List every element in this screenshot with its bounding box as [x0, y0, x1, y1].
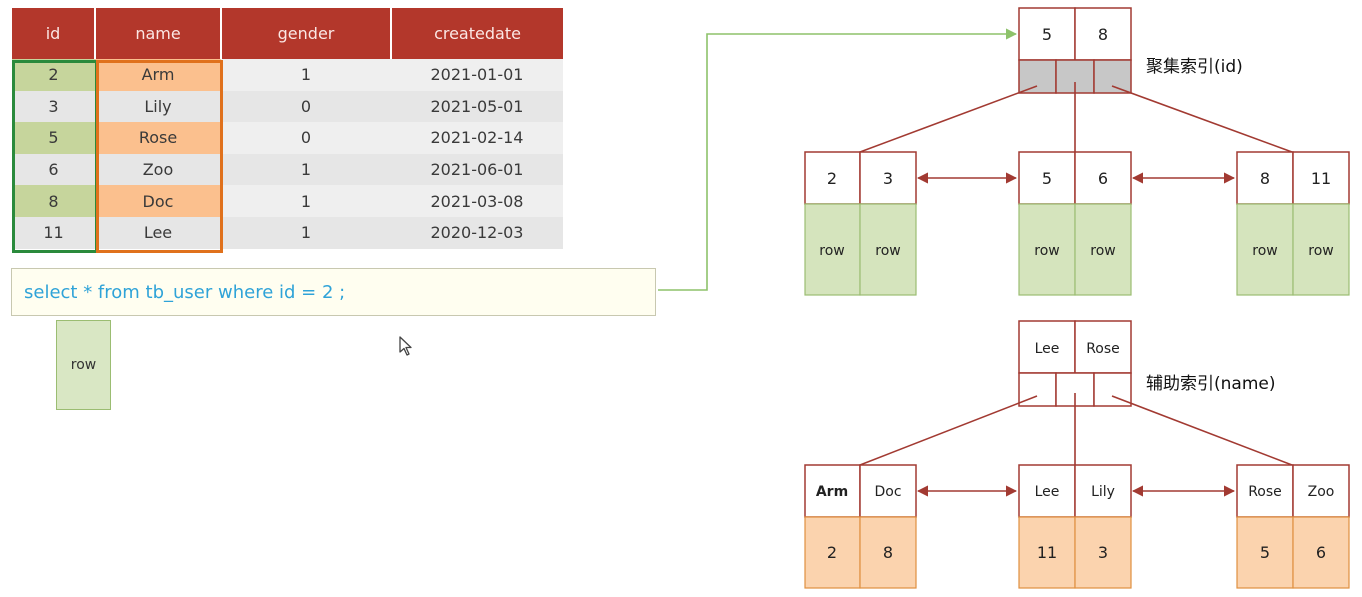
cell-createdate: 2021-01-01 [391, 59, 563, 91]
clustered-leaf-3-key-2: 11 [1311, 169, 1331, 188]
secondary-leaf-2-value-2: 3 [1098, 543, 1108, 562]
clustered-leaf-1 [804, 151, 917, 296]
secondary-index [804, 320, 1350, 589]
cell-id: 3 [12, 90, 95, 123]
cell-name: Doc [95, 185, 221, 217]
secondary-leaf-1-value-1: 2 [827, 543, 837, 562]
clustered-leaf-2-value-1: row [1034, 243, 1059, 259]
cell-name: Zoo [95, 153, 221, 186]
cell-gender: 1 [221, 59, 391, 91]
secondary-leaf-2-value-1: 11 [1037, 543, 1057, 562]
sql-query-box: select * from tb_user where id = 2 ; [11, 268, 656, 316]
clustered-leaf-2 [1018, 151, 1132, 296]
result-row: row [56, 320, 111, 410]
secondary-leaf-3-value-2: 6 [1316, 543, 1326, 562]
table-header-row: id name gender createdate [12, 8, 563, 59]
cell-gender: 1 [221, 185, 391, 217]
clustered-leaf-2-key-2: 6 [1098, 169, 1108, 188]
user-table: id name gender createdate 2 Arm 1 2021-0… [12, 8, 563, 249]
cell-gender: 1 [221, 153, 391, 186]
header-name: name [95, 8, 222, 59]
clustered-leaf-3-value-2: row [1308, 243, 1333, 259]
cell-createdate: 2021-06-01 [391, 153, 563, 186]
clustered-leaf-1-key-2: 3 [883, 169, 893, 188]
secondary-edge-left [859, 395, 1038, 466]
cell-createdate: 2020-12-03 [391, 216, 563, 249]
secondary-index-label: 辅助索引(name) [1146, 374, 1275, 394]
cell-gender: 1 [221, 216, 391, 249]
clustered-leaf-2-key-1: 5 [1042, 169, 1052, 188]
header-gender: gender [221, 8, 392, 59]
table-row: 8 Doc 1 2021-03-08 [12, 185, 563, 217]
clustered-leaf-3 [1236, 151, 1350, 296]
table-row: 11 Lee 1 2020-12-03 [12, 216, 563, 249]
secondary-root-key-1: Lee [1035, 341, 1060, 357]
clustered-index [804, 7, 1350, 296]
clustered-edge-left [859, 85, 1038, 153]
clustered-leaf-1-value-1: row [819, 243, 844, 259]
header-createdate: createdate [391, 8, 563, 59]
table-row: 5 Rose 0 2021-02-14 [12, 122, 563, 154]
cell-id: 2 [12, 59, 95, 91]
clustered-leaf-2-value-2: row [1090, 243, 1115, 259]
secondary-edge-right [1111, 395, 1293, 466]
cell-id: 5 [12, 122, 95, 154]
cell-id: 8 [12, 185, 95, 217]
clustered-root-key-2: 8 [1098, 25, 1108, 44]
secondary-leaf-3 [1236, 464, 1350, 589]
cell-gender: 0 [221, 90, 391, 123]
secondary-leaf-3-value-1: 5 [1260, 543, 1270, 562]
table-row: 2 Arm 1 2021-01-01 [12, 59, 563, 91]
secondary-leaf-3-key-1: Rose [1248, 484, 1282, 500]
secondary-leaf-1-key-1: Arm [816, 484, 848, 500]
mouse-pointer-icon [399, 336, 412, 356]
cell-name: Lee [95, 216, 221, 249]
clustered-leaf-3-key-1: 8 [1260, 169, 1270, 188]
cell-createdate: 2021-02-14 [391, 122, 563, 154]
secondary-leaf-2 [1018, 464, 1132, 589]
cell-createdate: 2021-05-01 [391, 90, 563, 123]
secondary-leaf-1 [804, 464, 917, 589]
table-row: 3 Lily 0 2021-05-01 [12, 90, 563, 123]
secondary-leaf-2-key-1: Lee [1035, 484, 1060, 500]
secondary-leaf-1-value-2: 8 [883, 543, 893, 562]
clustered-leaf-1-value-2: row [875, 243, 900, 259]
cell-id: 11 [12, 216, 95, 249]
cell-name: Arm [95, 59, 221, 91]
cell-createdate: 2021-03-08 [391, 185, 563, 217]
query-to-index-connector [658, 28, 1018, 291]
secondary-leaf-3-key-2: Zoo [1308, 484, 1335, 500]
cell-name: Rose [95, 122, 221, 154]
secondary-leaf-1-key-2: Doc [874, 484, 901, 500]
secondary-root-key-2: Rose [1086, 341, 1120, 357]
clustered-index-label: 聚集索引(id) [1146, 57, 1243, 77]
cell-gender: 0 [221, 122, 391, 154]
cell-name: Lily [95, 90, 221, 123]
clustered-root-node [1018, 7, 1132, 94]
header-id: id [12, 8, 96, 59]
clustered-leaf-1-key-1: 2 [827, 169, 837, 188]
clustered-edge-right [1111, 85, 1293, 153]
clustered-root-key-1: 5 [1042, 25, 1052, 44]
table-row: 6 Zoo 1 2021-06-01 [12, 153, 563, 186]
cell-id: 6 [12, 153, 95, 186]
secondary-leaf-2-key-2: Lily [1091, 484, 1115, 500]
clustered-leaf-3-value-1: row [1252, 243, 1277, 259]
